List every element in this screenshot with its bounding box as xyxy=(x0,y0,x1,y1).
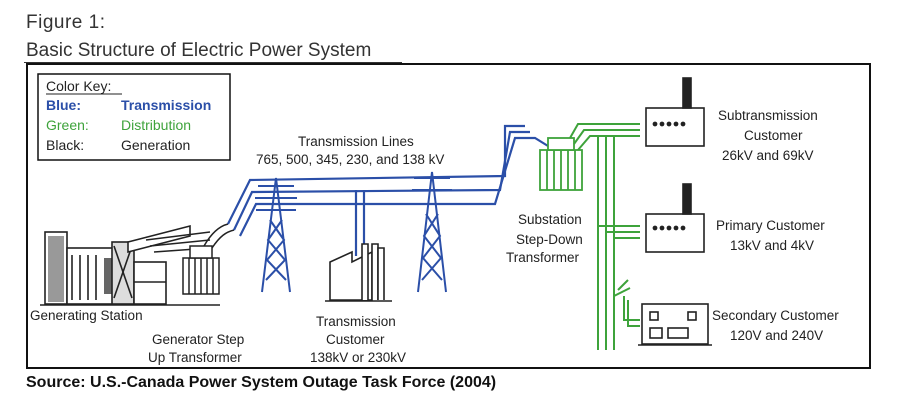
subtransmission-label-2: Customer xyxy=(744,128,803,143)
generator-step-up-transformer xyxy=(182,223,235,295)
generating-station xyxy=(40,224,220,306)
generating-station-label: Generating Station xyxy=(30,308,143,323)
key-black-name: Black: xyxy=(46,137,84,153)
distribution-lines xyxy=(569,123,640,350)
source-citation: Source: U.S.-Canada Power System Outage … xyxy=(26,374,497,391)
transmission-tower-2 xyxy=(412,171,452,293)
color-key: Color Key: Blue: Transmission Green: Dis… xyxy=(37,73,231,161)
generator-step-up-label-1: Generator Step xyxy=(152,332,244,347)
title-underline xyxy=(24,62,402,63)
primary-customer-label-2: 13kV and 4kV xyxy=(730,238,814,253)
subtransmission-customer-building xyxy=(645,77,705,147)
substation-label-3: Transformer xyxy=(506,250,580,265)
subtransmission-label-3: 26kV and 69kV xyxy=(722,148,814,163)
figure-number: Figure 1: xyxy=(26,12,106,33)
key-black-meaning: Generation xyxy=(121,137,190,153)
generator-step-up-label-2: Up Transformer xyxy=(148,350,242,365)
key-green-name: Green: xyxy=(46,117,89,133)
subtransmission-label-1: Subtransmission xyxy=(718,108,818,123)
transmission-customer-label-2: Customer xyxy=(326,332,385,347)
secondary-customer-label-1: Secondary Customer xyxy=(712,308,839,323)
substation-label-1: Substation xyxy=(518,212,582,227)
diagram-frame xyxy=(26,63,871,369)
color-key-title: Color Key: xyxy=(46,78,111,94)
primary-customer-label-1: Primary Customer xyxy=(716,218,825,233)
substation-label-2: Step-Down xyxy=(516,232,583,247)
figure-title: Basic Structure of Electric Power System xyxy=(26,40,372,61)
transmission-customer-label-1: Transmission xyxy=(316,314,396,329)
transmission-lines-label: Transmission Lines xyxy=(298,134,414,149)
transmission-tower-1 xyxy=(255,177,297,293)
secondary-customer-house xyxy=(638,303,712,346)
secondary-customer-label-2: 120V and 240V xyxy=(730,328,823,343)
key-blue-name: Blue: xyxy=(46,97,81,113)
transmission-customer-label-3: 138kV or 230kV xyxy=(310,350,406,365)
key-blue-meaning: Transmission xyxy=(121,97,211,113)
transmission-voltages-label: 765, 500, 345, 230, and 138 kV xyxy=(256,152,444,167)
primary-customer-building xyxy=(645,183,705,253)
substation-transformer xyxy=(539,137,583,191)
key-green-meaning: Distribution xyxy=(121,117,191,133)
transmission-customer-factory xyxy=(325,243,392,302)
